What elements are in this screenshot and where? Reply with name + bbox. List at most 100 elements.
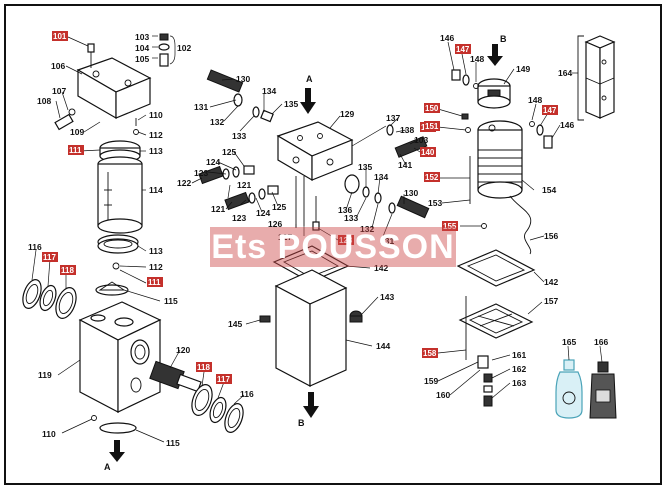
callout-148-a: 148 [470,54,484,64]
callout-109: 109 [70,127,84,137]
callout-121-b: 121 [211,204,225,214]
callout-box-118-a [60,265,76,275]
callout-104: 104 [135,43,149,53]
callout-box-128 [338,235,354,245]
callout-135-a: 135 [284,99,298,109]
callout-box-111-a [68,145,84,155]
part-151-washer [465,127,471,133]
callout-126: 126 [268,219,282,229]
part-157-plate [458,296,534,360]
callout-163: 163 [512,378,526,388]
callout-111-a: 111 [69,146,82,155]
part-155-screw [481,223,487,229]
part-142-gasket-right [456,249,536,287]
part-115-gasket [99,422,137,434]
callout-124-b: 124 [256,208,270,218]
callout-103: 103 [135,32,149,42]
callout-150: 150 [425,104,439,113]
arrow-a-bottom [109,440,125,462]
callout-142-b: 142 [544,277,558,287]
callout-132-b: 132 [360,224,374,234]
callout-136: 136 [338,205,352,215]
callout-120: 120 [176,345,190,355]
watermark: Ets POUSSON [210,227,456,267]
callout-155: 155 [443,222,457,231]
callout-134-a: 134 [262,86,276,96]
callout-161: 161 [512,350,526,360]
callout-138: 138 [400,125,414,135]
callout-166: 166 [594,337,608,347]
callout-132-a: 132 [210,117,224,127]
callout-153: 153 [428,198,442,208]
callout-147-b: 147 [543,106,557,115]
callout-111-b: 111 [148,278,161,287]
part-145-clip [259,315,271,323]
part-150-nut [461,113,469,120]
callout-114: 114 [149,185,163,195]
part-116-118-seals-right [191,384,244,433]
callout-129: 129 [340,109,354,119]
callout-105: 105 [135,54,149,64]
callout-147-a: 147 [456,45,470,54]
callout-143: 143 [380,292,394,302]
callout-156: 156 [544,231,558,241]
part-154-motor [477,120,523,199]
part-130-136-valve-b [344,174,430,219]
callout-113-b: 113 [149,246,163,256]
callout-119: 119 [38,370,52,380]
arrow-a-top-label: A [306,74,313,84]
callout-125-a: 125 [222,147,236,157]
leader-lines [31,36,603,443]
callout-110-b: 110 [42,429,56,439]
part-137-141-valve [351,124,428,158]
callout-164: 164 [558,68,572,78]
callout-box-150 [424,103,440,113]
part-129-valve-block [276,121,354,182]
callout-117-b: 117 [217,375,230,384]
part-113-ring [97,234,139,254]
callout-123-b: 123 [232,213,246,223]
callout-140: 140 [421,148,435,157]
callout-106: 106 [51,61,65,71]
callout-box-117-a [42,252,58,262]
part-144-tank [274,269,348,387]
callout-146-b: 146 [560,120,574,130]
arrow-b-top-label: B [500,34,507,44]
callout-152: 152 [425,173,439,182]
callout-box-117-b [216,374,232,384]
callout-154: 154 [542,185,556,195]
callout-box-101 [52,31,68,41]
diagram-frame [4,4,662,485]
callout-116-b: 116 [240,389,254,399]
part-110-plug [91,415,97,421]
callout-137: 137 [386,113,400,123]
callout-103-b: 103 [414,135,428,145]
callout-165: 165 [562,337,576,347]
part-120-gear-shaft [149,360,202,393]
callout-125-b: 125 [272,202,286,212]
callout-131-a: 131 [194,102,208,112]
part-101-screw [87,43,95,68]
callout-159: 159 [424,376,438,386]
part-112-oring [133,129,139,135]
part-143-cap [349,310,363,323]
callout-123-a: 123 [194,168,208,178]
callout-box-155 [442,221,458,231]
callout-130-b: 130 [404,188,418,198]
callout-124-a: 124 [206,157,220,167]
arrow-b-bottom-label: B [298,418,305,428]
arrow-a-top [300,88,316,114]
callouts: 101 103 104 105 102 106 107 108 109 110 … [28,31,608,472]
callout-box-151 [424,121,440,131]
callout-127: 127 [278,232,292,242]
callout-110-a: 110 [149,110,163,120]
callout-122: 122 [177,178,191,188]
part-116-118-seals-left [22,279,77,319]
callout-113-a: 113 [149,146,163,156]
arrow-b-top [487,44,503,66]
callout-158: 158 [423,349,437,358]
callout-112-a: 112 [149,130,163,140]
callout-141: 141 [398,160,412,170]
callout-128: 128 [339,236,353,245]
